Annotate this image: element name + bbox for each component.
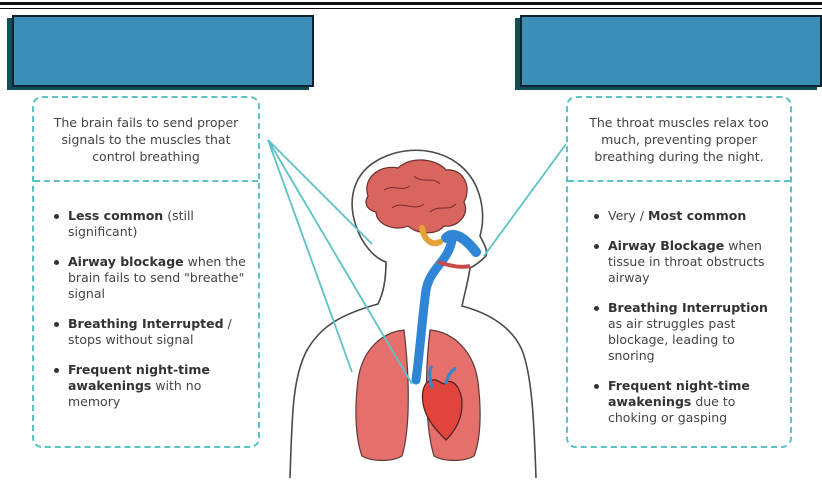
left-summary-text: The brain fails to send proper signals t… — [53, 114, 239, 164]
left-lung — [355, 329, 409, 462]
right-summary-text: The throat muscles relax too much, preve… — [589, 114, 769, 164]
brain-folds — [383, 175, 457, 213]
cerebellum — [419, 225, 443, 247]
right-point-4: Frequent night-time awakenings due to ch… — [594, 378, 778, 426]
body-outline — [289, 149, 537, 479]
pointer-line-heart — [267, 139, 413, 385]
left-point-1: Less common (still significant) — [54, 208, 246, 240]
left-point-3: Breathing Interrupted / stops without si… — [54, 316, 246, 348]
pointer-lines — [267, 139, 567, 385]
right-info-panel: The throat muscles relax too much, preve… — [566, 96, 792, 448]
esophagus — [437, 260, 471, 269]
right-points-list: Very / Most common Airway Blockage when … — [568, 208, 790, 440]
left-summary: The brain fails to send proper signals t… — [34, 98, 258, 182]
left-point-2: Airway blockage when the brain fails to … — [54, 254, 246, 301]
left-title-box — [12, 15, 314, 87]
heart — [421, 379, 463, 441]
nasal-cavity — [441, 230, 481, 257]
pointer-line-brain — [267, 139, 373, 245]
right-summary: The throat muscles relax too much, preve… — [568, 98, 790, 182]
pointer-line-lung — [267, 139, 353, 373]
right-point-3: Breathing Interruption as air struggles … — [594, 300, 778, 364]
brain — [365, 159, 468, 234]
right-point-2: Airway Blockage when tissue in throat ob… — [594, 238, 778, 286]
right-point-1: Very / Most common — [594, 208, 778, 224]
left-points-list: Less common (still significant) Airway b… — [34, 208, 258, 424]
right-title-box — [520, 15, 822, 87]
pointer-line-throat — [483, 143, 567, 257]
top-rule-thick — [0, 2, 822, 5]
heart-vessels — [428, 365, 457, 389]
airway — [411, 235, 457, 385]
left-info-panel: The brain fails to send proper signals t… — [32, 96, 260, 448]
left-point-4: Frequent night-time awakenings with no m… — [54, 362, 246, 410]
top-rule-thin — [0, 8, 822, 9]
